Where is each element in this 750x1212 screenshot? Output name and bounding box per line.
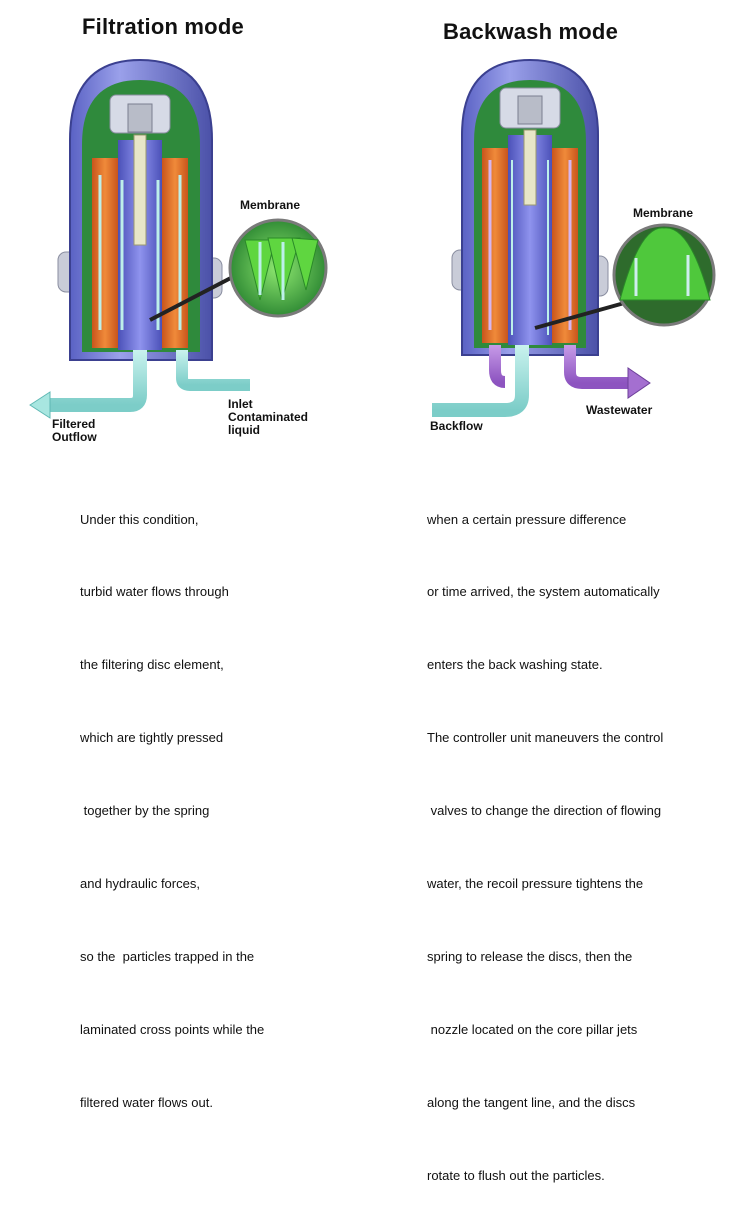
backwash-line-6: water, the recoil pressure tightens the (427, 876, 644, 892)
inlet-label: Inlet Contaminated liquid (228, 398, 308, 437)
spring-head (127, 103, 153, 133)
inlet-label-line-2: Contaminated (228, 410, 309, 424)
membrane-backwash-arrows (634, 255, 690, 296)
disc-stack-left (92, 158, 118, 348)
wastewater-pipe (564, 345, 630, 389)
filtration-mode-title: Filtration mode (82, 14, 244, 39)
spring (133, 134, 147, 246)
backwash-description: when a certain pressure difference or ti… (427, 459, 663, 1212)
backwash-line-8: nozzle located on the core pillar jets (427, 1021, 638, 1037)
filtration-line-4: which are tightly pressed (80, 730, 224, 746)
inlet-label-line-1: Inlet (228, 397, 253, 411)
filtration-line-3: the filtering disc element, (80, 657, 224, 673)
backwash-line-10: rotate to flush out the particles. (427, 1167, 605, 1183)
filtration-line-9: filtered water flows out. (80, 1094, 213, 1110)
backwash-line-3: enters the back washing state. (427, 657, 603, 673)
filtration-line-5: together by the spring (80, 803, 210, 819)
membrane-pointer-bw (534, 298, 636, 330)
backwash-jet-arrows (511, 160, 549, 335)
disc-stack-right-bw (552, 148, 578, 343)
backwash-diagram (432, 58, 716, 417)
backwash-line-1: when a certain pressure difference (427, 511, 627, 527)
filtration-description: Under this condition, turbid water flows… (80, 459, 264, 1139)
inlet-pipe (176, 350, 250, 391)
backwash-line-2: or time arrived, the system automaticall… (427, 584, 660, 600)
backflow-label: Backflow (430, 419, 483, 433)
disc-stack-left-bw (482, 148, 508, 343)
filtration-line-8: laminated cross points while the (80, 1021, 265, 1037)
backwash-line-4: The controller unit maneuvers the contro… (427, 730, 664, 746)
filtration-line-1: Under this condition, (80, 511, 199, 527)
membrane-flow-arrows (258, 242, 285, 300)
disc-stack-right (162, 158, 188, 348)
wastewater-label: Wastewater (586, 403, 653, 417)
spring-head-bw (517, 95, 543, 125)
membrane-label-left: Membrane (240, 198, 301, 212)
filtration-line-2: turbid water flows through (80, 584, 229, 600)
outflow-label-line-2: Outflow (52, 430, 97, 444)
wastewater-pipe-left (489, 345, 506, 388)
outflow-arrow (29, 391, 51, 419)
backwash-flow-arrows (488, 160, 572, 330)
backwash-line-7: spring to release the discs, then the (427, 948, 633, 964)
filtration-line-6: and hydraulic forces, (80, 876, 200, 892)
backwash-mode-title: Backwash mode (443, 19, 619, 44)
backwash-line-9: along the tangent line, and the discs (427, 1094, 636, 1110)
inlet-label-line-3: liquid (228, 423, 260, 437)
outflow-pipe (45, 350, 147, 412)
backwash-line-5: valves to change the direction of flowin… (427, 803, 662, 819)
wastewater-arrow (627, 367, 651, 399)
diagrams-canvas (29, 58, 716, 419)
outflow-label: Filtered Outflow (52, 418, 97, 444)
backflow-pipe (432, 345, 529, 417)
membrane-label-right: Membrane (633, 206, 694, 220)
filtration-line-7: so the particles trapped in the (80, 948, 255, 964)
filtration-diagram (29, 58, 328, 419)
outflow-label-line-1: Filtered (52, 417, 96, 431)
spring-bw (523, 129, 537, 206)
